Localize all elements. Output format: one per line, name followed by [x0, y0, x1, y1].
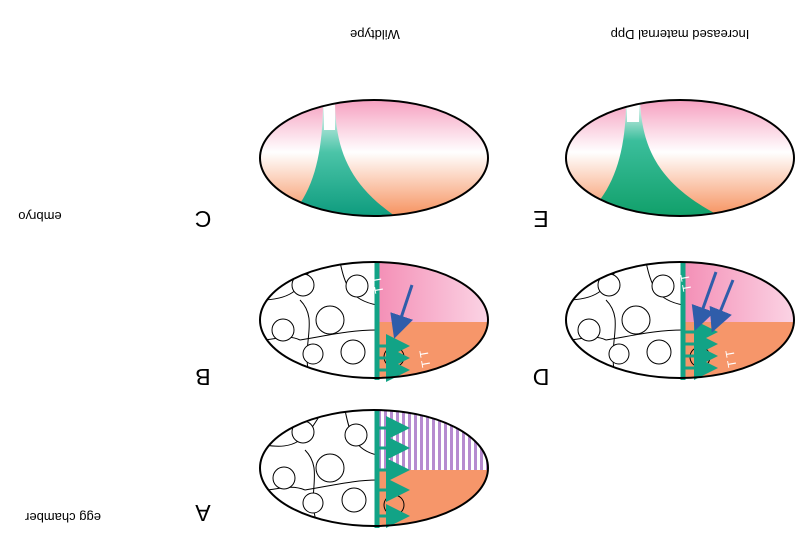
- dpp-gradient-increased: [585, 100, 720, 216]
- egg-chamber-wildtype-a: [259, 409, 489, 528]
- tt-marker-b-bottom: T T: [417, 348, 434, 368]
- panel-letter-c: C: [195, 206, 212, 232]
- column-label-wildtype: Wildtype: [350, 27, 400, 42]
- egg-chamber-increased-dpp-d: T T T T: [565, 261, 795, 380]
- embryo-wildtype: [259, 99, 489, 217]
- panel-letter-a: A: [195, 500, 211, 526]
- tt-marker-d-bottom: T T: [723, 348, 740, 368]
- row-label-embryo: embryo: [18, 209, 61, 224]
- tt-marker-d-top: T T: [678, 272, 695, 292]
- dpp-gradient-wildtype: [290, 100, 395, 216]
- embryo-increased-dpp: [565, 99, 795, 217]
- panel-letter-e: E: [533, 206, 548, 232]
- egg-chamber-wildtype-b: T T T T: [259, 261, 489, 382]
- panel-letter-d: D: [533, 364, 550, 390]
- row-label-egg-chamber: egg chamber: [24, 510, 101, 525]
- tt-marker-b-top: T T: [370, 274, 387, 294]
- column-label-increased-maternal-dpp: Increased maternal Dpp: [611, 27, 750, 42]
- panel-letter-b: B: [195, 364, 210, 390]
